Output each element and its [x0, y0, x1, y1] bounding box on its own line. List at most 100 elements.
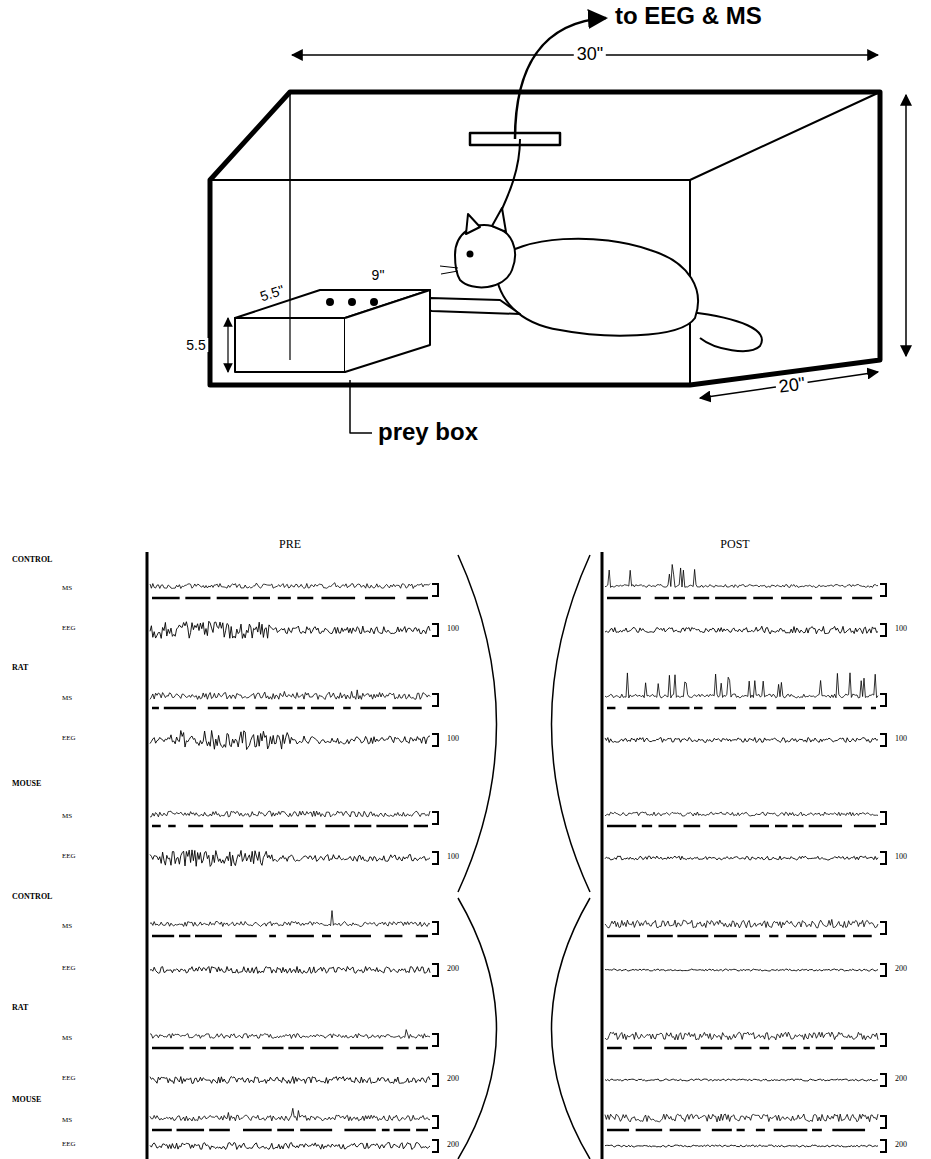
state-bar: [394, 1129, 411, 1132]
state-bar: [190, 1047, 206, 1050]
scale-bracket: [880, 1034, 886, 1046]
state-bar: [240, 1047, 251, 1050]
state-bar: [852, 597, 872, 600]
state-bar: [179, 935, 190, 938]
prey-box-side: [345, 290, 430, 372]
dimension-label: 5.5: [183, 338, 208, 352]
signal-label: EEG: [62, 735, 76, 742]
ms-trace: [150, 911, 430, 927]
state-bar: [210, 1047, 233, 1050]
state-bar: [673, 597, 685, 600]
onset-line: [146, 552, 149, 1159]
state-bar: [607, 597, 641, 600]
state-bar: [280, 825, 299, 828]
state-bar: [280, 707, 293, 710]
state-bar: [664, 1047, 687, 1050]
cage-edge: [289, 92, 291, 300]
eeg-trace: [150, 731, 430, 750]
signal-label: EEG: [62, 1075, 76, 1082]
state-bar: [607, 825, 636, 828]
cat-head: [455, 225, 515, 287]
state-bar: [416, 1129, 428, 1132]
state-bar: [311, 707, 334, 710]
eeg-trace: [150, 621, 430, 638]
state-bar: [152, 1129, 172, 1132]
scale-bracket: [880, 694, 886, 706]
state-bar: [365, 597, 395, 600]
scale-value: 200: [447, 1141, 459, 1149]
dimension-arrow: [700, 372, 878, 398]
air-hole: [371, 299, 377, 305]
state-bar: [152, 597, 180, 600]
state-bar: [278, 597, 291, 600]
group-label: CONTROL: [12, 556, 52, 564]
state-bar: [737, 1129, 745, 1132]
state-bar: [243, 1129, 272, 1132]
prey-box: [228, 290, 430, 433]
signal-label: EEG: [62, 965, 76, 972]
cage-outline: [210, 92, 880, 385]
eeg-trace: [605, 738, 878, 743]
state-bar: [786, 935, 816, 938]
scale-value: 200: [447, 965, 459, 973]
state-bar: [636, 1129, 662, 1132]
state-bar: [792, 825, 803, 828]
eeg-trace: [605, 1079, 878, 1081]
state-bar: [385, 935, 403, 938]
dimension-label: 20": [775, 374, 810, 396]
cage: [210, 92, 880, 385]
state-bar: [297, 597, 313, 600]
signal-label: MS: [62, 813, 72, 820]
scale-value: 100: [447, 735, 459, 743]
scale-value: 200: [447, 1075, 459, 1083]
state-bar: [164, 707, 196, 710]
state-bar: [416, 935, 428, 938]
state-bar: [195, 935, 222, 938]
signal-label: EEG: [62, 853, 76, 860]
state-bar: [235, 935, 256, 938]
state-bar: [694, 597, 710, 600]
scale-bracket: [880, 1116, 886, 1128]
state-bar: [734, 1047, 751, 1050]
scale-bracket: [880, 1140, 886, 1152]
state-bar: [217, 597, 249, 600]
state-bar: [253, 597, 270, 600]
bracket: [552, 898, 591, 1159]
state-bar: [210, 825, 243, 828]
dimension-label: 30": [574, 45, 606, 63]
eeg-trace: [150, 1077, 430, 1084]
state-bar: [322, 935, 331, 938]
state-bar: [812, 1129, 822, 1132]
scale-value: 200: [895, 1141, 907, 1149]
callout-label: prey box: [378, 420, 478, 444]
state-bar: [250, 825, 273, 828]
scale-bracket: [880, 812, 886, 824]
dimension-arrows: [292, 18, 906, 398]
scale-bracket: [432, 584, 438, 596]
scale-bracket: [432, 694, 438, 706]
state-bar: [854, 825, 876, 828]
scale-value: 100: [895, 853, 907, 861]
state-bar: [300, 1129, 332, 1132]
state-bar: [208, 707, 229, 710]
state-bar: [344, 1129, 375, 1132]
state-bar: [152, 935, 174, 938]
ms-trace: [150, 583, 430, 589]
eeg-trace: [150, 1143, 430, 1150]
scale-value: 100: [895, 625, 907, 633]
state-bar: [287, 935, 314, 938]
state-bar: [670, 1129, 701, 1132]
scale-bracket: [880, 964, 886, 976]
state-bar: [841, 1047, 875, 1050]
state-bar: [188, 825, 203, 828]
scale-bracket: [432, 1140, 438, 1152]
cat: [423, 139, 762, 351]
group-label: RAT: [12, 664, 28, 672]
dimension-arrow: [227, 318, 228, 372]
air-hole: [349, 299, 355, 305]
group-label: RAT: [12, 1004, 28, 1012]
state-bar: [325, 825, 349, 828]
state-bar: [382, 1129, 390, 1132]
eeg-trace: [150, 967, 430, 974]
group-label: MOUSE: [12, 1096, 41, 1104]
